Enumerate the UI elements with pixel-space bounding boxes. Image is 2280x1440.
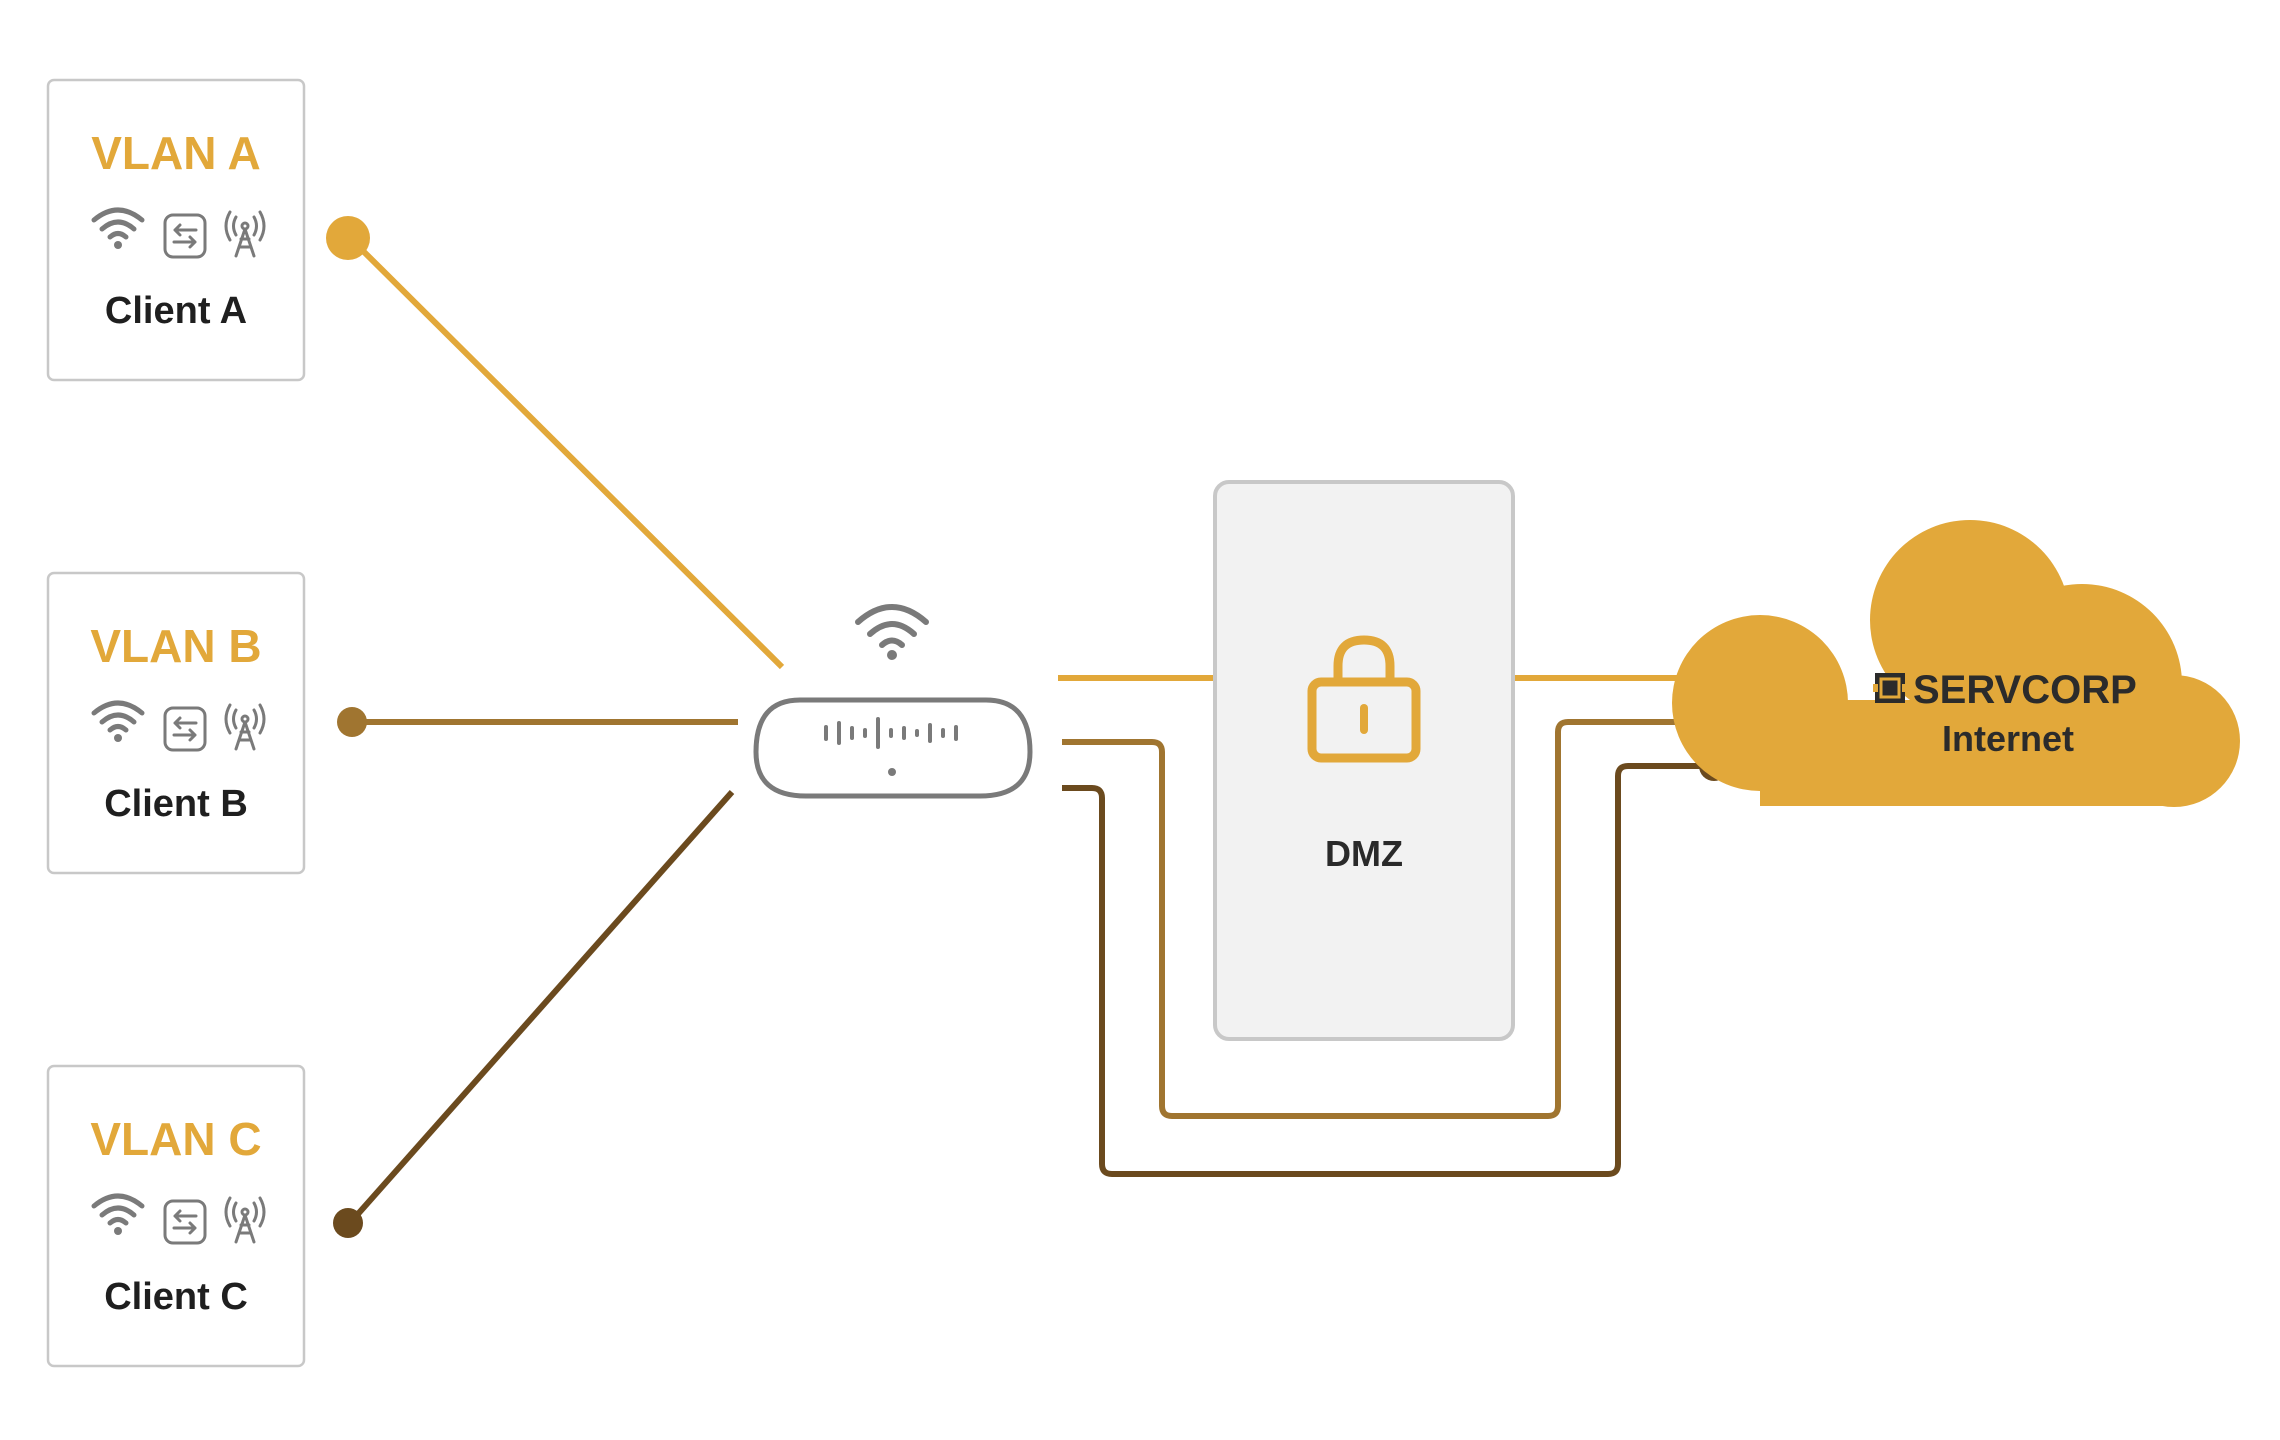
vlan-title: VLAN B bbox=[90, 620, 261, 672]
wifi-icon bbox=[855, 604, 929, 660]
internet-label: Internet bbox=[1942, 718, 2074, 759]
cloud-shape bbox=[1672, 520, 2240, 807]
lock-icon bbox=[1307, 635, 1421, 763]
client-name: Client C bbox=[104, 1276, 248, 1318]
internet-cloud: SERVCORP Internet bbox=[1672, 520, 2240, 807]
wifi-icon bbox=[91, 207, 145, 249]
cell-tower-icon bbox=[224, 210, 266, 258]
client-box-a: VLAN A Client A bbox=[46, 78, 306, 382]
dmz-box: DMZ bbox=[1213, 480, 1515, 1041]
client-name: Client A bbox=[105, 290, 247, 332]
bypass-route-b bbox=[1062, 719, 1712, 1119]
wifi-icon bbox=[91, 700, 145, 742]
dot-client-a bbox=[326, 216, 370, 260]
switch-icon bbox=[163, 1199, 207, 1245]
switch-icon bbox=[163, 706, 207, 752]
dot-client-c bbox=[333, 1208, 363, 1238]
client-box-c: VLAN C Client C bbox=[46, 1064, 306, 1368]
client-name: Client B bbox=[104, 783, 248, 825]
dmz-label: DMZ bbox=[1325, 833, 1403, 874]
cell-tower-icon bbox=[224, 703, 266, 751]
vlan-title: VLAN C bbox=[90, 1113, 261, 1165]
router-icon bbox=[753, 697, 1033, 799]
bypass-route-c bbox=[1062, 763, 1712, 1177]
link-client-c-router bbox=[347, 790, 735, 1225]
link-client-a-router bbox=[347, 235, 785, 670]
router bbox=[753, 604, 1033, 799]
dot-client-b bbox=[337, 707, 367, 737]
endpoint-dots bbox=[326, 216, 1736, 1238]
wifi-icon bbox=[91, 1193, 145, 1235]
brand-name: SERVCORP bbox=[1913, 668, 2137, 712]
cell-tower-icon bbox=[224, 1196, 266, 1244]
switch-icon bbox=[163, 213, 207, 259]
client-box-b: VLAN B Client B bbox=[46, 571, 306, 875]
connections bbox=[347, 235, 1712, 1225]
vlan-title: VLAN A bbox=[91, 127, 261, 179]
servcorp-logo-icon bbox=[1873, 673, 1907, 703]
